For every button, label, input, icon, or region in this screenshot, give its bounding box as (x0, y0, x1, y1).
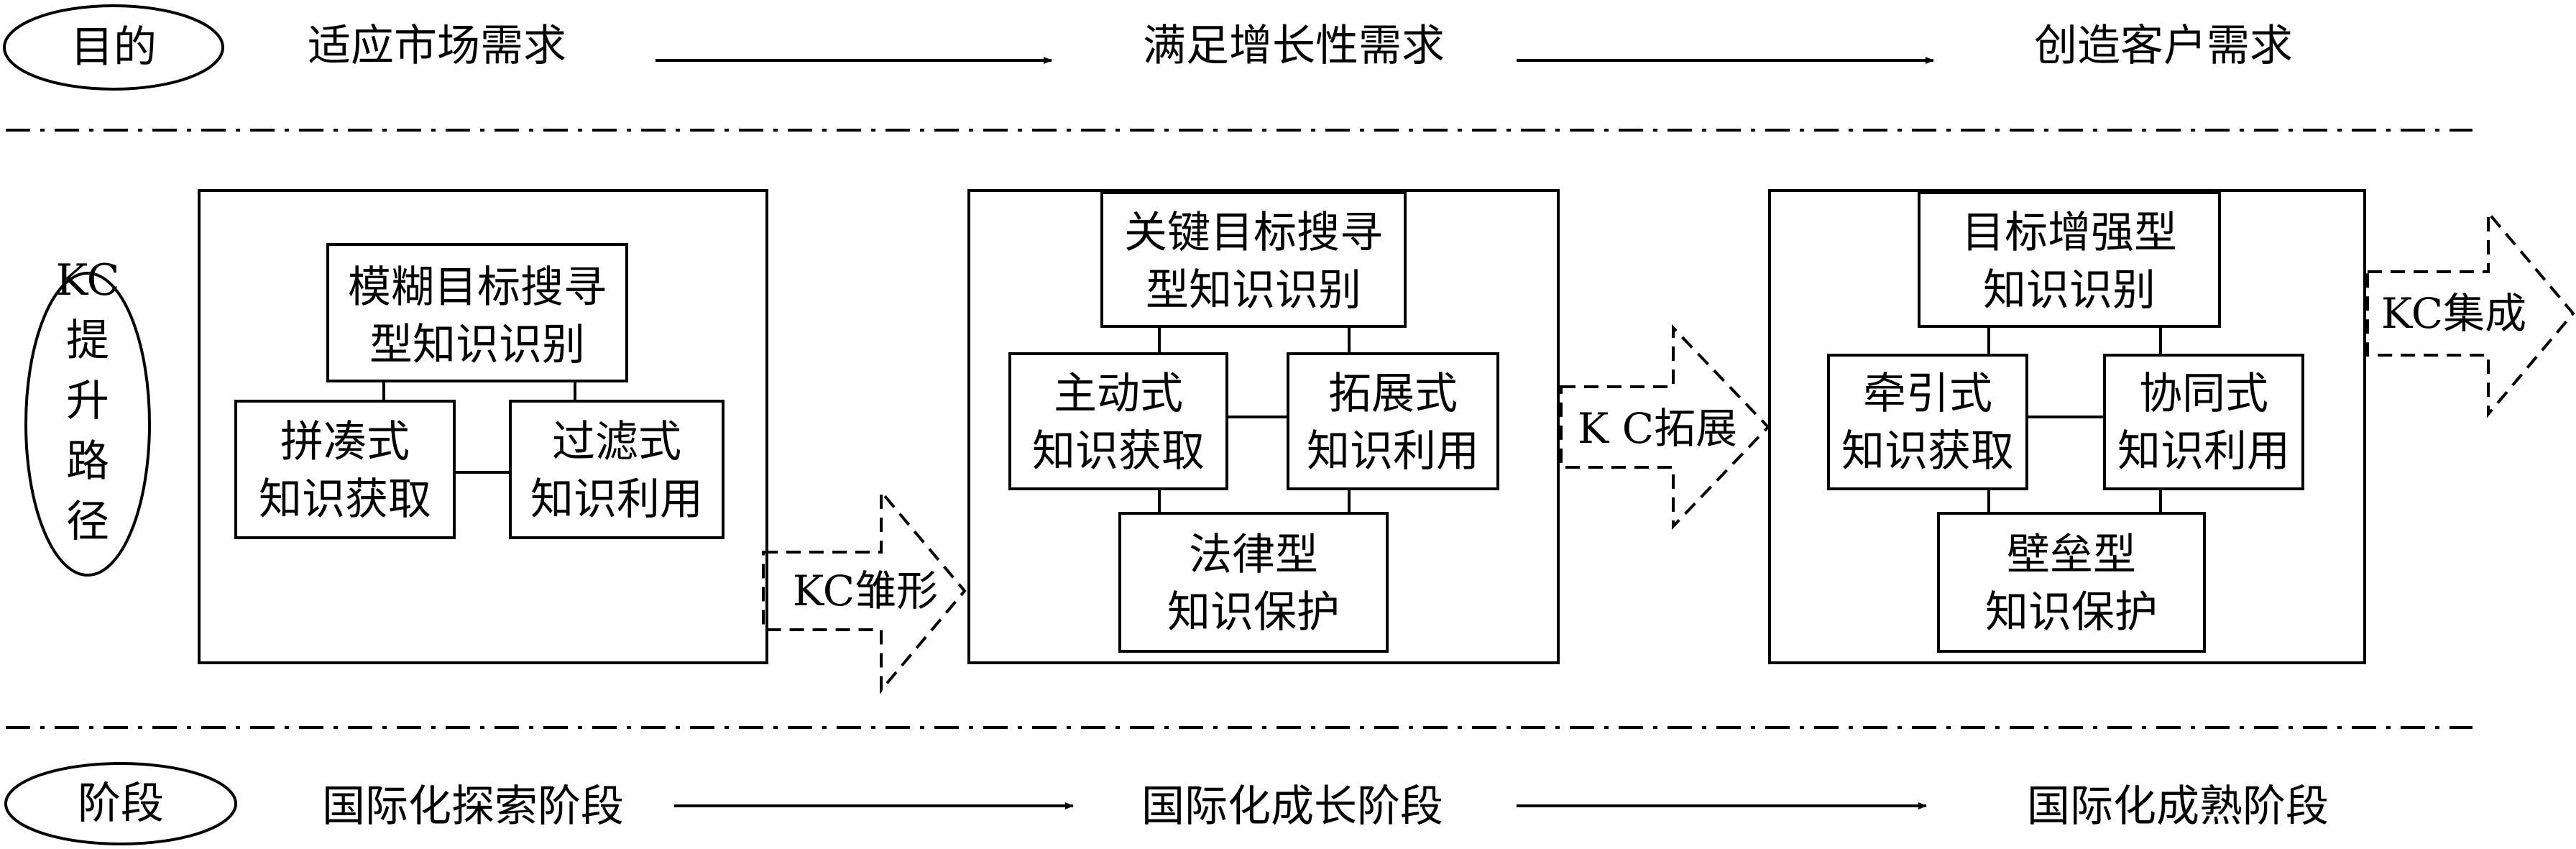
stage-1-transition-arrow (762, 487, 967, 694)
phase-label-ellipse (4, 762, 237, 845)
stage-1-frame (198, 189, 768, 664)
stage-1-transition-label: KC雏形 (793, 566, 938, 615)
stage-3-transition-arrow (2366, 208, 2575, 418)
purpose-item-2: 满足增长性需求 (1143, 21, 1445, 71)
stage-2-protect-line-1: 法律型 (1189, 530, 1318, 580)
stage-2-acquire-line-2: 知识获取 (1032, 426, 1205, 477)
stage-3-protect-line-1: 壁垒型 (2007, 530, 2136, 580)
stage-3-utilize-box (2103, 354, 2304, 490)
stage-3-identify-line-1: 目标增强型 (1961, 208, 2177, 258)
kc-path-label-line-5: 径 (66, 497, 109, 547)
stage-2-utilize-line-2: 知识利用 (1307, 426, 1479, 477)
stage-3-transition-label: KC集成 (2381, 289, 2526, 338)
stage-3-utilize-line-1: 协同式 (2139, 369, 2268, 419)
stage-1: 模糊目标搜寻 型知识识别 拼凑式 知识获取 过滤式 知识利用 (198, 189, 768, 664)
stage-2-utilize-box (1287, 352, 1499, 490)
stage-3-identify-line-2: 知识识别 (1983, 265, 2156, 316)
stage-1-identify-line-1: 模糊目标搜寻 (348, 262, 607, 313)
stage-2-acquire-line-1: 主动式 (1054, 369, 1183, 419)
phase-item-1: 国际化探索阶段 (322, 781, 624, 832)
purpose-label: 目的 (70, 22, 157, 73)
stage-3-acquire-line-2: 知识获取 (1841, 426, 2014, 477)
purpose-item-3: 创造客户需求 (2034, 21, 2293, 71)
stage-1-acquire-line-1: 拼凑式 (280, 417, 410, 467)
stage-2-identify-line-2: 型知识识别 (1146, 265, 1361, 316)
stage-2-transition-arrow (1560, 324, 1770, 530)
kc-path-label-line-3: 升 (66, 376, 109, 426)
stage-3-acquire-box (1827, 354, 2028, 490)
stage-2-protect-line-2: 知识保护 (1167, 587, 1340, 638)
stage-2-identify-box (1100, 191, 1407, 328)
stage-3-acquire-line-1: 牵引式 (1863, 369, 1992, 419)
stage-3-identify-box (1918, 191, 2221, 328)
stage-2-frame (967, 189, 1560, 664)
kc-path-label-line-2: 提 (66, 316, 109, 366)
stage-1-identify-box (326, 243, 628, 382)
stage-3-frame (1768, 189, 2366, 664)
stage-1-utilize-box (509, 400, 724, 539)
stage-2-transition-label: K C拓展 (1578, 404, 1737, 453)
stage-1-acquire-box (234, 400, 456, 539)
stage-1-utilize-line-1: 过滤式 (552, 417, 681, 467)
stage-2: 关键目标搜寻 型知识识别 主动式 知识获取 拓展式 知识利用 法律型 知识保护 (967, 189, 1560, 664)
phase-label: 阶段 (78, 779, 164, 829)
stage-3-protect-box (1937, 512, 2206, 653)
stage-2-protect-box (1118, 512, 1389, 653)
stage-3: 目标增强型 知识识别 牵引式 知识获取 协同式 知识利用 壁垒型 知识保护 (1768, 189, 2366, 664)
kc-path-label-ellipse (24, 272, 151, 577)
phase-item-2: 国际化成长阶段 (1141, 781, 1443, 832)
kc-path-label-line-1: KC (55, 255, 119, 306)
stage-2-identify-line-1: 关键目标搜寻 (1124, 208, 1383, 258)
stage-1-utilize-line-2: 知识利用 (530, 474, 703, 525)
stage-2-acquire-box (1008, 352, 1228, 490)
phase-item-3: 国际化成熟阶段 (2027, 781, 2329, 832)
purpose-label-ellipse (3, 4, 224, 91)
stage-2-utilize-line-1: 拓展式 (1328, 369, 1458, 419)
stage-3-protect-line-2: 知识保护 (1985, 587, 2158, 638)
stage-1-identify-line-2: 型知识识别 (369, 320, 585, 370)
stage-3-utilize-line-2: 知识利用 (2117, 426, 2290, 477)
purpose-item-1: 适应市场需求 (308, 21, 566, 71)
stage-1-acquire-line-2: 知识获取 (259, 474, 431, 525)
kc-path-label-line-4: 路 (66, 436, 109, 487)
